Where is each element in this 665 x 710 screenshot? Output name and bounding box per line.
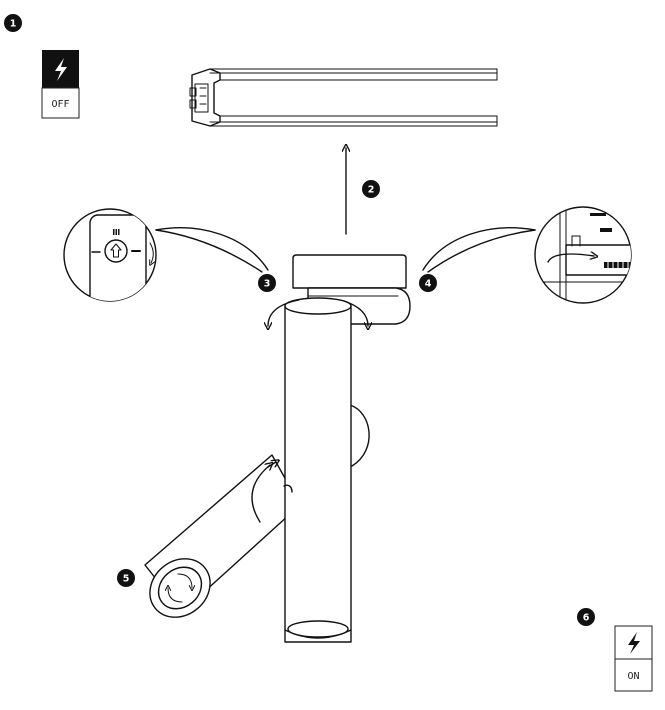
vertical-tube [284,305,352,643]
lens-rotate-arrow-bottom [168,588,183,603]
rotate-arrow-right [343,300,368,326]
tilted-spotlight [144,404,370,618]
power-off-label: OFF [51,99,69,110]
clamp-arrow-icon [547,254,594,263]
step-5-badge: 5 [117,569,135,587]
step-1-badge: 1 [4,14,22,32]
track-adapter [292,254,411,325]
power-off-indicator: OFF [41,50,80,119]
step-6-number: 6 [583,613,590,624]
callout-right-outer [422,227,536,271]
step-1-number: 1 [10,19,17,30]
rotate-arrow-icon [150,242,153,263]
callout-left-inner [155,229,263,273]
vertical-spotlight [251,297,352,643]
step-2-badge: 2 [362,180,380,198]
power-on-label: ON [627,671,639,682]
callout-left-outer [155,227,269,271]
step-6-badge: 6 [577,608,595,626]
track-end-profile [189,68,221,127]
vertical-tube-top [284,297,352,315]
arrow-up-icon [110,243,122,258]
lightning-bolt-icon [628,632,640,654]
track-rail [189,68,498,127]
lock-dial [104,239,128,263]
power-off-label-box [41,87,80,119]
step-4-badge: 4 [419,274,437,292]
power-on-label-box [614,658,653,692]
step-4-number: 4 [425,279,432,290]
step-5-number: 5 [123,574,130,585]
callout-right-inner [427,229,536,273]
tilted-tube-lens [157,566,203,610]
step-3-badge: 3 [258,274,276,292]
pivot-notch [283,484,293,493]
step-3-number: 3 [264,279,271,290]
detail-circle-lock [63,208,157,302]
lens-rotate-arrow-top [177,573,192,588]
tilt-arc-arrow [251,465,270,523]
lightning-bolt-icon [55,58,67,81]
detail-circle-clamp [534,206,632,304]
step-2-number: 2 [368,185,375,196]
vertical-tube-lens [287,620,349,638]
rotate-arrow-left [268,299,300,326]
power-on-indicator: ON [614,625,653,692]
